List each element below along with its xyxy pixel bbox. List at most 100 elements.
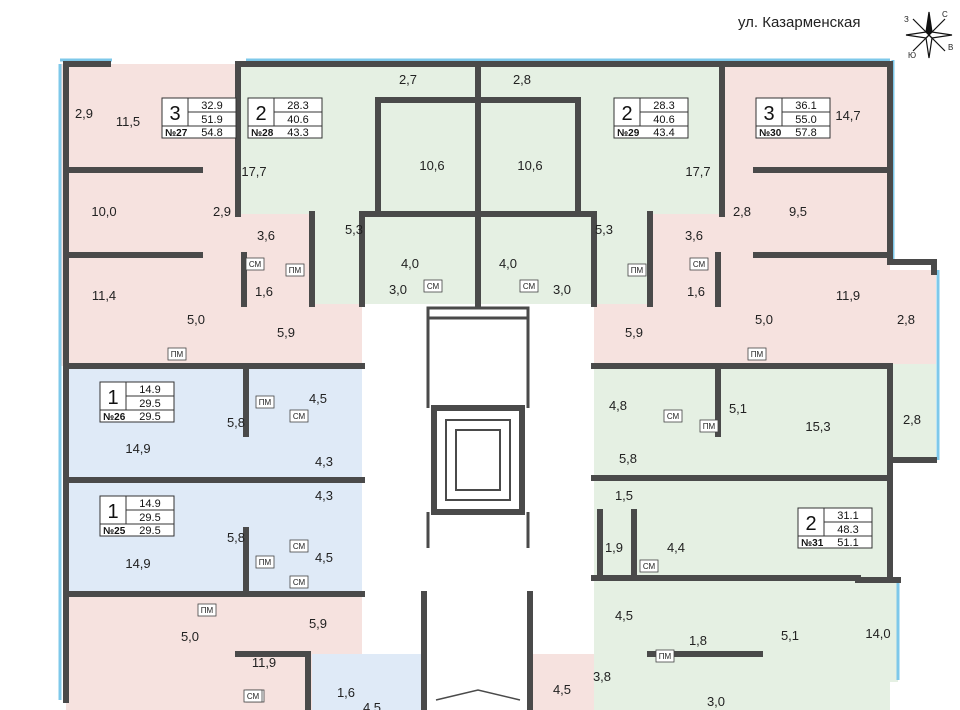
room-area-label: 5,9 [277, 325, 295, 340]
room-area-label: 2,8 [903, 412, 921, 427]
room-area-label: 10,6 [517, 158, 542, 173]
room-area-label: 4,4 [667, 540, 685, 555]
living-area: 31.1 [837, 510, 858, 522]
room-area-label: 4,5 [315, 550, 333, 565]
room-area-label: 5,0 [187, 312, 205, 327]
room-area-label: 1,9 [605, 540, 623, 555]
room-area-label: 2,8 [733, 204, 751, 219]
apt-30-hall-fill [594, 304, 890, 364]
washing-machine-tag: СМ [243, 689, 263, 703]
apt-south-pink2-fill [530, 654, 594, 710]
compass-w: З [904, 15, 909, 24]
apartment-area: 43.4 [653, 127, 674, 139]
dishwasher-tag: ПМ [699, 419, 719, 433]
apartment-number: №28 [251, 128, 274, 139]
room-area-label: 14,7 [835, 108, 860, 123]
room-area-label: 5,8 [227, 415, 245, 430]
room-area-label: 2,7 [399, 72, 417, 87]
compass-e: В [948, 43, 953, 52]
apt-29-bath-fill [594, 214, 650, 304]
rooms-count: 1 [107, 387, 118, 409]
svg-text:СМ: СМ [293, 412, 306, 421]
dishwasher-tag: ПМ [255, 555, 275, 569]
room-area-label: 1,8 [689, 633, 707, 648]
apt-28-rooms-fill [362, 64, 478, 304]
compass-n: С [942, 10, 948, 19]
room-area-label: 4,0 [499, 256, 517, 271]
compass-s: Ю [908, 51, 916, 60]
apt-28-bath-fill [312, 214, 362, 304]
room-fills [60, 64, 936, 710]
room-area-label: 5,0 [755, 312, 773, 327]
svg-text:ПМ: ПМ [289, 266, 302, 275]
room-area-label: 11,9 [252, 655, 276, 670]
room-area-label: 11,9 [836, 288, 860, 303]
room-area-label: 3,0 [553, 282, 571, 297]
svg-text:ПМ: ПМ [171, 350, 184, 359]
room-area-label: 1,6 [337, 685, 355, 700]
washing-machine-tag: СМ [289, 539, 309, 553]
rooms-count: 1 [107, 501, 118, 523]
svg-text:СМ: СМ [643, 562, 656, 571]
rooms-count: 2 [255, 103, 266, 125]
room-area-label: 3,6 [685, 228, 703, 243]
room-area-label: 15,3 [805, 419, 830, 434]
washing-machine-tag: СМ [519, 279, 539, 293]
room-area-label: 4,3 [315, 454, 333, 469]
apartment-number: №29 [617, 128, 640, 139]
svg-text:ПМ: ПМ [703, 422, 716, 431]
svg-text:ПМ: ПМ [659, 652, 672, 661]
rooms-count: 3 [763, 103, 774, 125]
svg-text:СМ: СМ [249, 260, 262, 269]
living-area: 36.1 [795, 100, 816, 112]
dishwasher-tag: ПМ [197, 603, 217, 617]
room-area-label: 3,6 [257, 228, 275, 243]
apartment-area: 29.5 [139, 411, 160, 423]
svg-text:СМ: СМ [523, 282, 536, 291]
dishwasher-tag: ПМ [747, 347, 767, 361]
apt-29-fill [594, 64, 722, 214]
room-area-label: 2,9 [75, 106, 93, 121]
washing-machine-tag: СМ [639, 559, 659, 573]
room-area-label: 1,6 [687, 284, 705, 299]
living-area: 28.3 [653, 100, 674, 112]
apt-31-balcony-fill [890, 364, 936, 460]
fixtures: СМПМСМПМСМСМПМСМПМПМСМПМСМПМСМСМПМСМПМСМ [167, 257, 767, 703]
washing-machine-tag: СМ [423, 279, 443, 293]
svg-text:ПМ: ПМ [259, 558, 272, 567]
street-name: ул. Казарменская [738, 14, 861, 31]
svg-text:СМ: СМ [667, 412, 680, 421]
apartment-area: 29.5 [139, 525, 160, 537]
apt-31-north-fill [594, 366, 890, 478]
total-area: 48.3 [837, 524, 858, 536]
apt-south-blue-fill [312, 654, 424, 710]
room-area-label: 5,8 [227, 530, 245, 545]
total-area: 40.6 [287, 114, 308, 126]
room-area-label: 4,5 [309, 391, 327, 406]
walls [63, 61, 937, 710]
svg-text:СМ: СМ [293, 578, 306, 587]
apt-30-fill [722, 64, 890, 214]
apt-32-balcony-fill [858, 578, 898, 682]
room-area-label: 2,9 [213, 204, 231, 219]
apt-32-fill [594, 578, 890, 710]
rooms-count: 3 [169, 103, 180, 125]
room-area-label: 4,5 [615, 608, 633, 623]
room-area-label: 5,8 [619, 451, 637, 466]
apt-30-balcony-fill [890, 270, 936, 364]
room-area-label: 1,5 [615, 488, 633, 503]
elevator-core [426, 306, 530, 701]
windows [58, 58, 940, 700]
dishwasher-tag: ПМ [167, 347, 187, 361]
dishwasher-tag: ПМ [255, 395, 275, 409]
washing-machine-tag: СМ [289, 575, 309, 589]
